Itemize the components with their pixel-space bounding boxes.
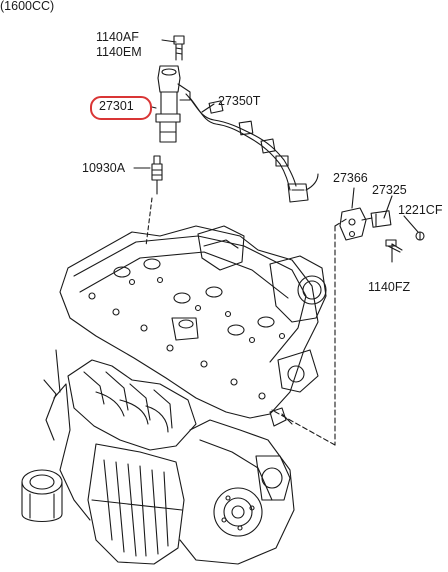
harness-part	[185, 93, 319, 203]
bolt-part	[173, 35, 185, 61]
callout-sensor[interactable]: 27325	[372, 183, 407, 197]
highlight-ring	[90, 96, 152, 120]
callout-ignition-coil[interactable]: 27301	[99, 99, 134, 113]
callout-bolt-a[interactable]: 1140AF	[96, 30, 139, 44]
spark-plug-part	[151, 155, 163, 195]
callout-harness[interactable]: 27350T	[218, 94, 261, 108]
callout-spark-plug[interactable]: 10930A	[82, 161, 126, 175]
callout-bracket[interactable]: 27366	[333, 171, 368, 185]
engine-note: (1600CC)	[0, 0, 55, 13]
callout-bolt-b[interactable]: 1140EM	[96, 45, 142, 59]
engine-block	[21, 225, 327, 565]
bracket-part	[339, 207, 367, 241]
sensor-part	[361, 210, 392, 228]
callout-bolt-c[interactable]: 1140FZ	[368, 280, 411, 294]
leader-lines	[133, 39, 419, 446]
bolt-part-lower	[385, 239, 403, 253]
callout-clip[interactable]: 1221CF	[398, 203, 443, 217]
ignition-coil-part	[155, 65, 191, 143]
clip-part	[415, 231, 425, 241]
